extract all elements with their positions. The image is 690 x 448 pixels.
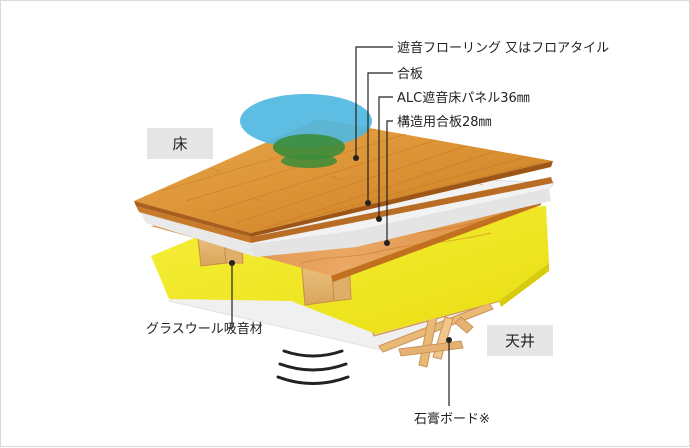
label-gypsum-board: 石膏ボード※	[414, 411, 490, 427]
floor-tag-box	[147, 128, 213, 159]
label-structural-plywood: 構造用合板28㎜	[397, 115, 492, 130]
label-flooring: 遮音フローリング 又はフロアタイル	[397, 40, 609, 56]
sound-impact-blue-circle	[240, 94, 372, 148]
label-glass-wool: グラスウール吸音材	[146, 321, 263, 337]
sound-impact-green-circle	[273, 134, 345, 160]
ceiling-tag-box	[487, 325, 553, 356]
ceiling-tag: 天井	[505, 332, 535, 350]
sound-wave-icon	[276, 349, 350, 385]
label-alc-panel: ALC遮音床パネル36㎜	[397, 90, 530, 106]
wood-flooring-layer	[134, 119, 553, 233]
label-plywood: 合板	[397, 67, 423, 82]
floor-tag: 床	[172, 135, 187, 153]
